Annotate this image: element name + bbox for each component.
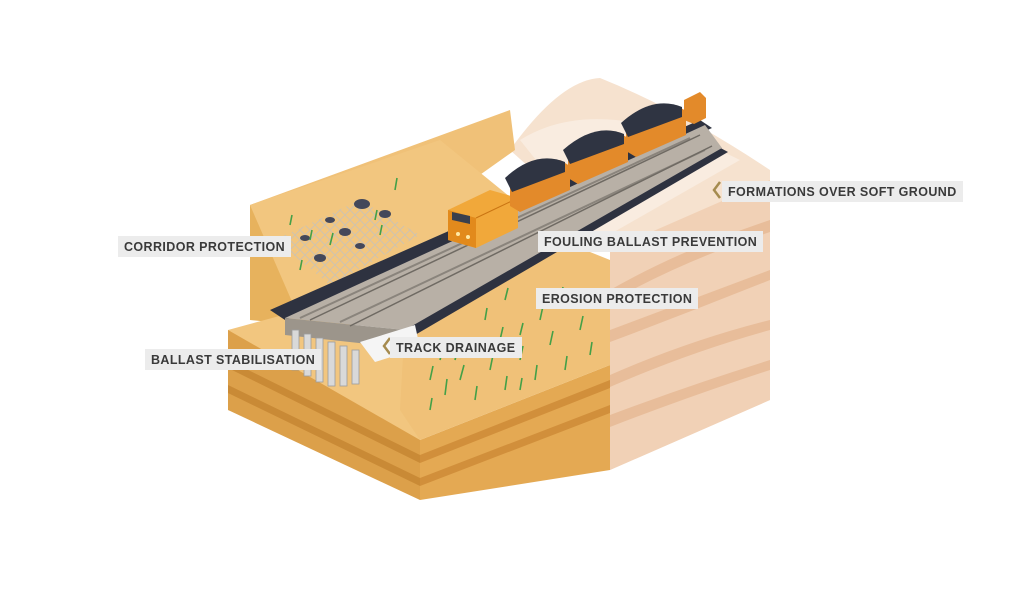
label-ballast-stabilisation: BALLAST STABILISATION bbox=[145, 349, 322, 370]
corridor-geogrid bbox=[275, 200, 420, 285]
label-fouling-ballast-prevention: FOULING BALLAST PREVENTION bbox=[538, 231, 764, 252]
label-formations-over-soft-ground: FORMATIONS OVER SOFT GROUND bbox=[722, 181, 963, 202]
chevron-icons bbox=[382, 181, 721, 355]
chevron-left-icon bbox=[712, 181, 721, 199]
label-track-drainage: TRACK DRAINAGE bbox=[390, 337, 522, 358]
chevron-left-icon bbox=[382, 337, 391, 355]
slope-rocks bbox=[300, 199, 391, 262]
slope-vegetation bbox=[289, 177, 398, 271]
label-erosion-protection: EROSION PROTECTION bbox=[536, 288, 699, 309]
coal-wagons bbox=[505, 92, 706, 212]
label-corridor-protection: CORRIDOR PROTECTION bbox=[118, 236, 292, 257]
locomotive bbox=[448, 190, 519, 248]
